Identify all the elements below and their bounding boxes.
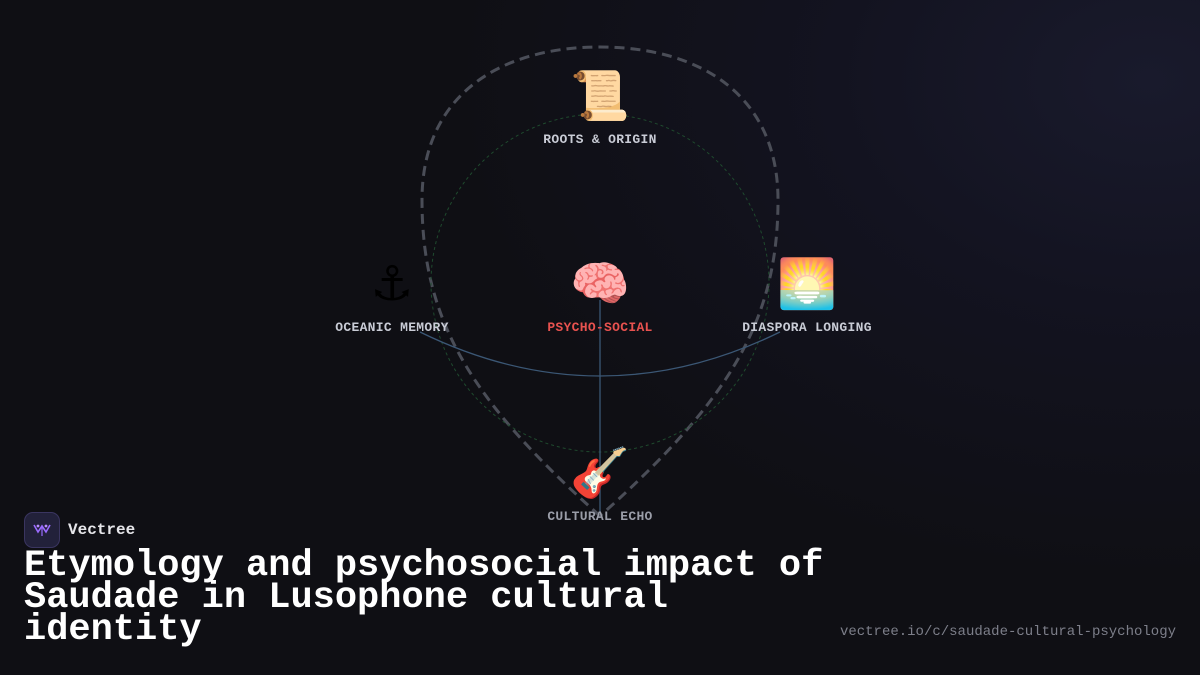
node-diaspora-longing[interactable]: 🌅 DIASPORA LONGING	[697, 256, 917, 335]
node-label: DIASPORA LONGING	[742, 320, 872, 335]
vectree-logo-icon	[24, 512, 60, 548]
node-label: CULTURAL ECHO	[547, 509, 653, 524]
scroll-icon: 📜	[570, 68, 630, 124]
node-label: OCEANIC MEMORY	[335, 320, 449, 335]
sunrise-icon: 🌅	[777, 256, 837, 312]
anchor-icon: ⚓	[370, 256, 414, 312]
node-label: PSYCHO-SOCIAL	[547, 320, 653, 335]
brand[interactable]: Vectree	[24, 512, 135, 548]
node-label: ROOTS & ORIGIN	[543, 132, 657, 147]
guitar-icon: 🎸	[570, 445, 630, 501]
node-roots-origin[interactable]: 📜 ROOTS & ORIGIN	[490, 68, 710, 147]
page-title: Etymology and psychosocial impact of Sau…	[24, 545, 824, 651]
brand-name: Vectree	[68, 521, 136, 539]
outer-loop	[420, 45, 780, 519]
node-oceanic-memory[interactable]: ⚓ OCEANIC MEMORY	[282, 256, 502, 335]
node-cultural-echo[interactable]: 🎸 CULTURAL ECHO	[490, 445, 710, 524]
node-psycho-social[interactable]: 🧠 PSYCHO-SOCIAL	[490, 256, 710, 335]
page-url[interactable]: vectree.io/c/saudade-cultural-psychology	[839, 624, 1176, 640]
brain-icon: 🧠	[570, 256, 630, 312]
